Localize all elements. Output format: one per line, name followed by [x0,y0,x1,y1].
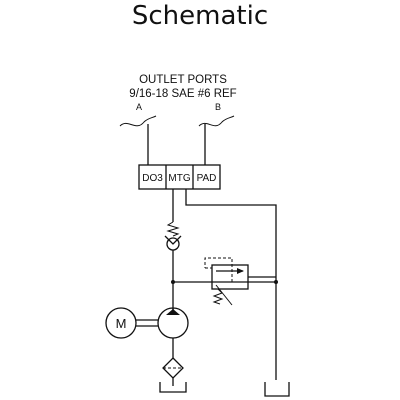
motor: M [105,307,137,339]
motor-label: M [116,316,127,331]
port-a-line [119,115,157,165]
junction-dot [171,280,175,284]
port-a-label: A [136,102,142,112]
junction-dot-return [274,280,278,284]
manifold-do3-label: DO3 [142,173,163,184]
page-title: Schematic [132,1,268,31]
pump [157,307,189,339]
manifold-pad-label: PAD [197,173,217,184]
suction-filter [162,357,184,386]
drive-shaft [136,319,158,327]
outlet-ports-spec: 9/16-18 SAE #6 REF [129,88,236,100]
reservoir-pump [159,382,187,393]
port-b-label: B [215,102,221,112]
relief-valve [204,257,276,306]
manifold-mtg-label: MTG [168,173,190,184]
check-valve [164,221,182,251]
port-b-line [198,115,235,165]
return-line [185,189,277,380]
outlet-ports-label: OUTLET PORTS [139,74,227,86]
reservoir-return [264,382,290,397]
manifold-block: DO3 MTG PAD [138,164,221,190]
